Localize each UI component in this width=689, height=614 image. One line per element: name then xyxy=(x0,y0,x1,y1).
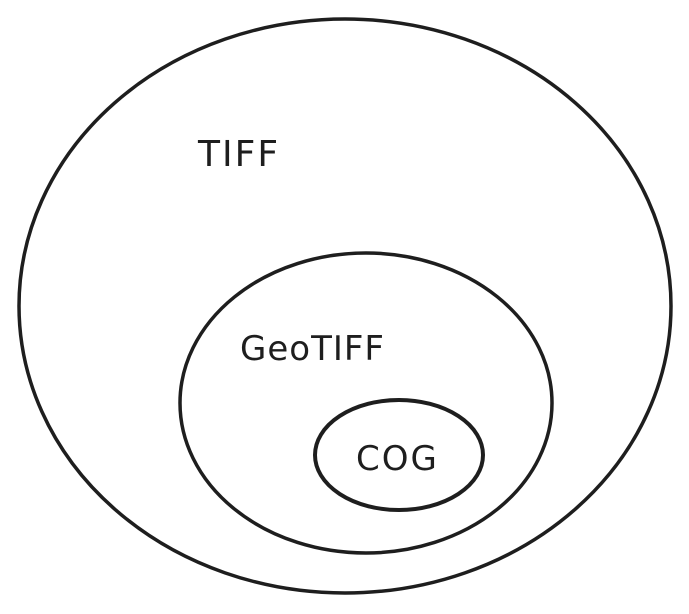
geotiff-ellipse xyxy=(178,251,554,555)
tiff-ellipse xyxy=(17,17,673,595)
tiff-label: TIFF xyxy=(197,134,280,175)
cog-label: COG xyxy=(356,439,439,479)
cog-ellipse xyxy=(313,398,485,512)
geotiff-label: GeoTIFF xyxy=(240,329,385,369)
